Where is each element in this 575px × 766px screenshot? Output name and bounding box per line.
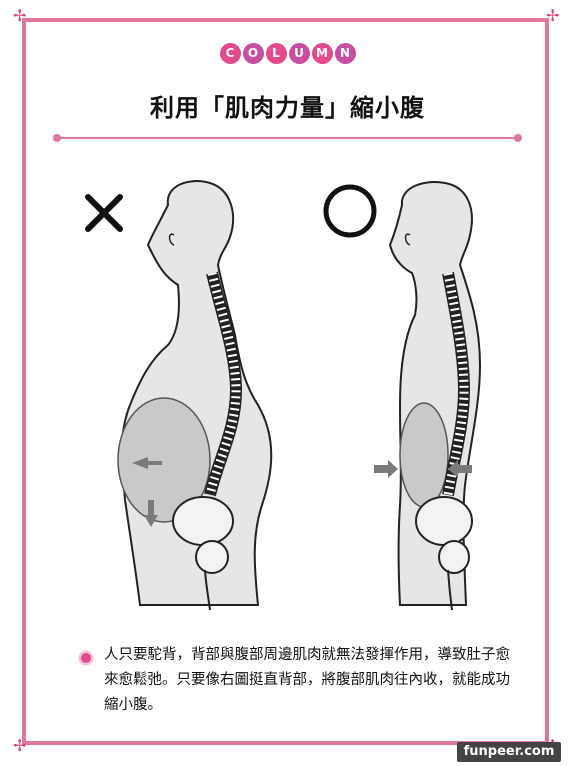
watermark: funpeer.com xyxy=(457,742,561,762)
belly-inward-arrow-right-icon xyxy=(448,460,472,478)
slouched-figure xyxy=(117,180,273,611)
corner-ornament-bottom-left: ✢ xyxy=(13,736,27,755)
caption: 人只要駝背，背部與腹部周邊肌肉就無法發揮作用，導致肚子愈來愈鬆弛。只要像右圖挺直… xyxy=(78,643,518,718)
slouched-belly xyxy=(117,397,211,523)
caption-bullet-icon xyxy=(78,650,94,666)
slouched-spine xyxy=(204,271,243,497)
posture-illustration xyxy=(85,180,482,611)
column-letter-n-5: N xyxy=(334,43,356,64)
upright-spine xyxy=(442,271,471,497)
column-letter-l-2: L xyxy=(265,43,287,64)
belly-inward-arrow-left-icon xyxy=(374,460,398,478)
corner-ornament-top-left: ✢ xyxy=(13,6,27,25)
belly-forward-arrow-icon xyxy=(132,457,162,469)
column-letter-o-1: O xyxy=(242,43,264,64)
upright-belly xyxy=(399,402,449,508)
wrong-mark-icon xyxy=(85,194,123,232)
page-title: 利用「肌肉力量」縮小腹 xyxy=(150,94,425,122)
belly-down-arrow-icon xyxy=(144,500,158,527)
column-letter-m-4: M xyxy=(311,43,333,64)
column-letter-c-0: C xyxy=(219,43,241,64)
rule-dot-right xyxy=(514,134,522,142)
title-divider xyxy=(57,137,518,139)
right-mark-icon xyxy=(323,184,377,238)
caption-text: 人只要駝背，背部與腹部周邊肌肉就無法發揮作用，導致肚子愈來愈鬆弛。只要像右圖挺直… xyxy=(104,647,510,713)
corner-ornament-top-right: ✢ xyxy=(546,6,560,25)
column-letter-u-3: U xyxy=(288,43,310,64)
upright-figure xyxy=(374,181,482,611)
